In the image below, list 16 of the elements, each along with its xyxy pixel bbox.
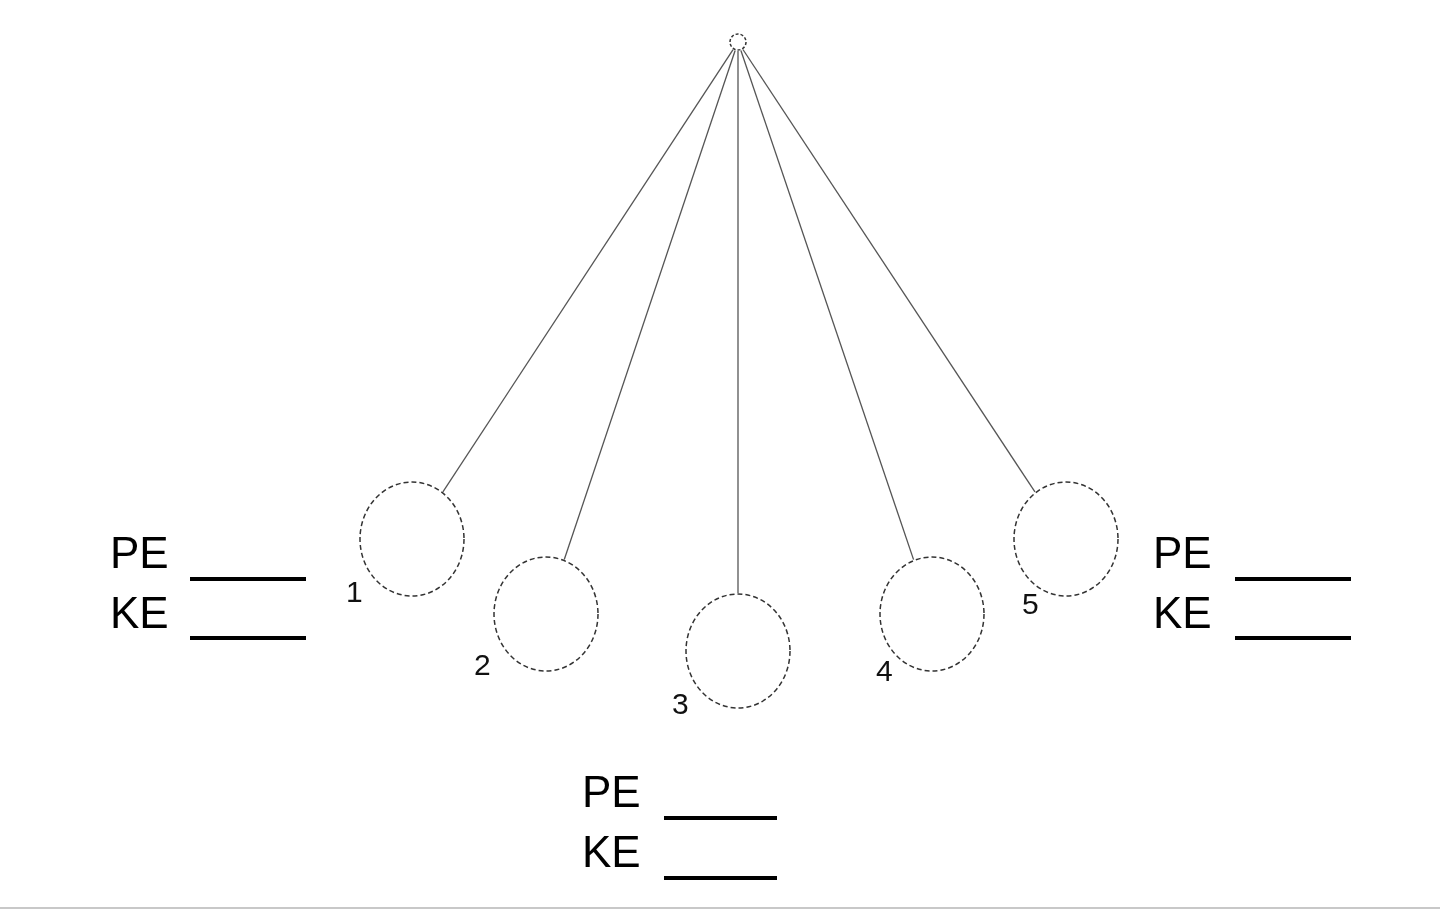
energy-label: KE: [1153, 591, 1212, 635]
pendulum-string: [737, 50, 739, 594]
position-number: 1: [346, 577, 363, 607]
energy-label: KE: [110, 591, 169, 635]
energy-label: PE: [582, 770, 641, 814]
pendulum-string: [740, 49, 915, 561]
energy-label: PE: [1153, 531, 1212, 575]
pendulum-string: [442, 48, 734, 493]
position-number: 2: [474, 650, 491, 680]
energy-label: KE: [582, 830, 641, 874]
pendulum-string: [742, 48, 1036, 493]
position-number: 5: [1022, 589, 1039, 619]
pendulum-string: [563, 49, 736, 561]
energy-label: PE: [110, 531, 169, 575]
position-number: 3: [672, 689, 689, 719]
position-number: 4: [876, 656, 893, 686]
